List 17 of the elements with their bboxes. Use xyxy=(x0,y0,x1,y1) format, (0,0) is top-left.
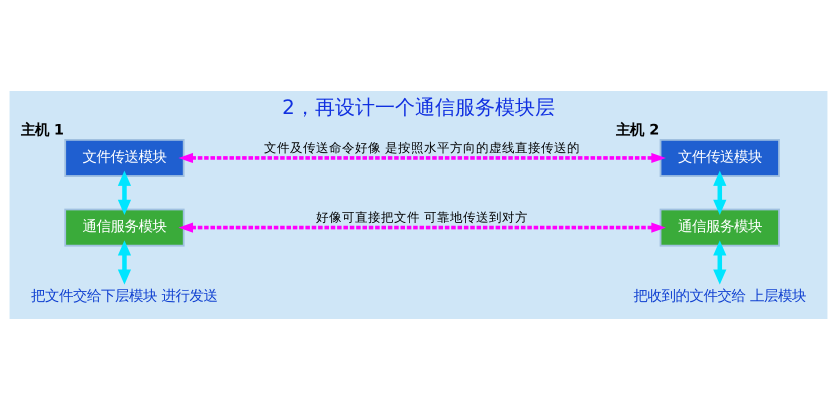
node-box: 文件传送模块 xyxy=(64,138,185,177)
arrow xyxy=(713,170,726,215)
arrow xyxy=(713,240,726,285)
arrow xyxy=(118,240,132,285)
edge-label: 好像可直接把文件 可靠地传送到对方 xyxy=(316,209,528,224)
arrow xyxy=(178,152,666,164)
arrow xyxy=(118,170,132,215)
node-box: 文件传送模块 xyxy=(660,138,780,177)
edge-label: 文件及传送命令好像 是按照水平方向的虚线直接传送的 xyxy=(264,140,580,155)
node-label: 主机 2 xyxy=(616,122,660,138)
node-box: 通信服务模块 xyxy=(660,208,780,247)
node-label: 主机 1 xyxy=(20,122,64,138)
node-box: 通信服务模块 xyxy=(64,208,185,247)
node-text: 把收到的文件交给 上层模块 xyxy=(633,288,806,305)
diagram-title: 2，再设计一个通信服务模块层 xyxy=(282,96,555,120)
arrow xyxy=(178,222,666,233)
node-text: 把文件交给下层模块 进行发送 xyxy=(31,288,218,305)
